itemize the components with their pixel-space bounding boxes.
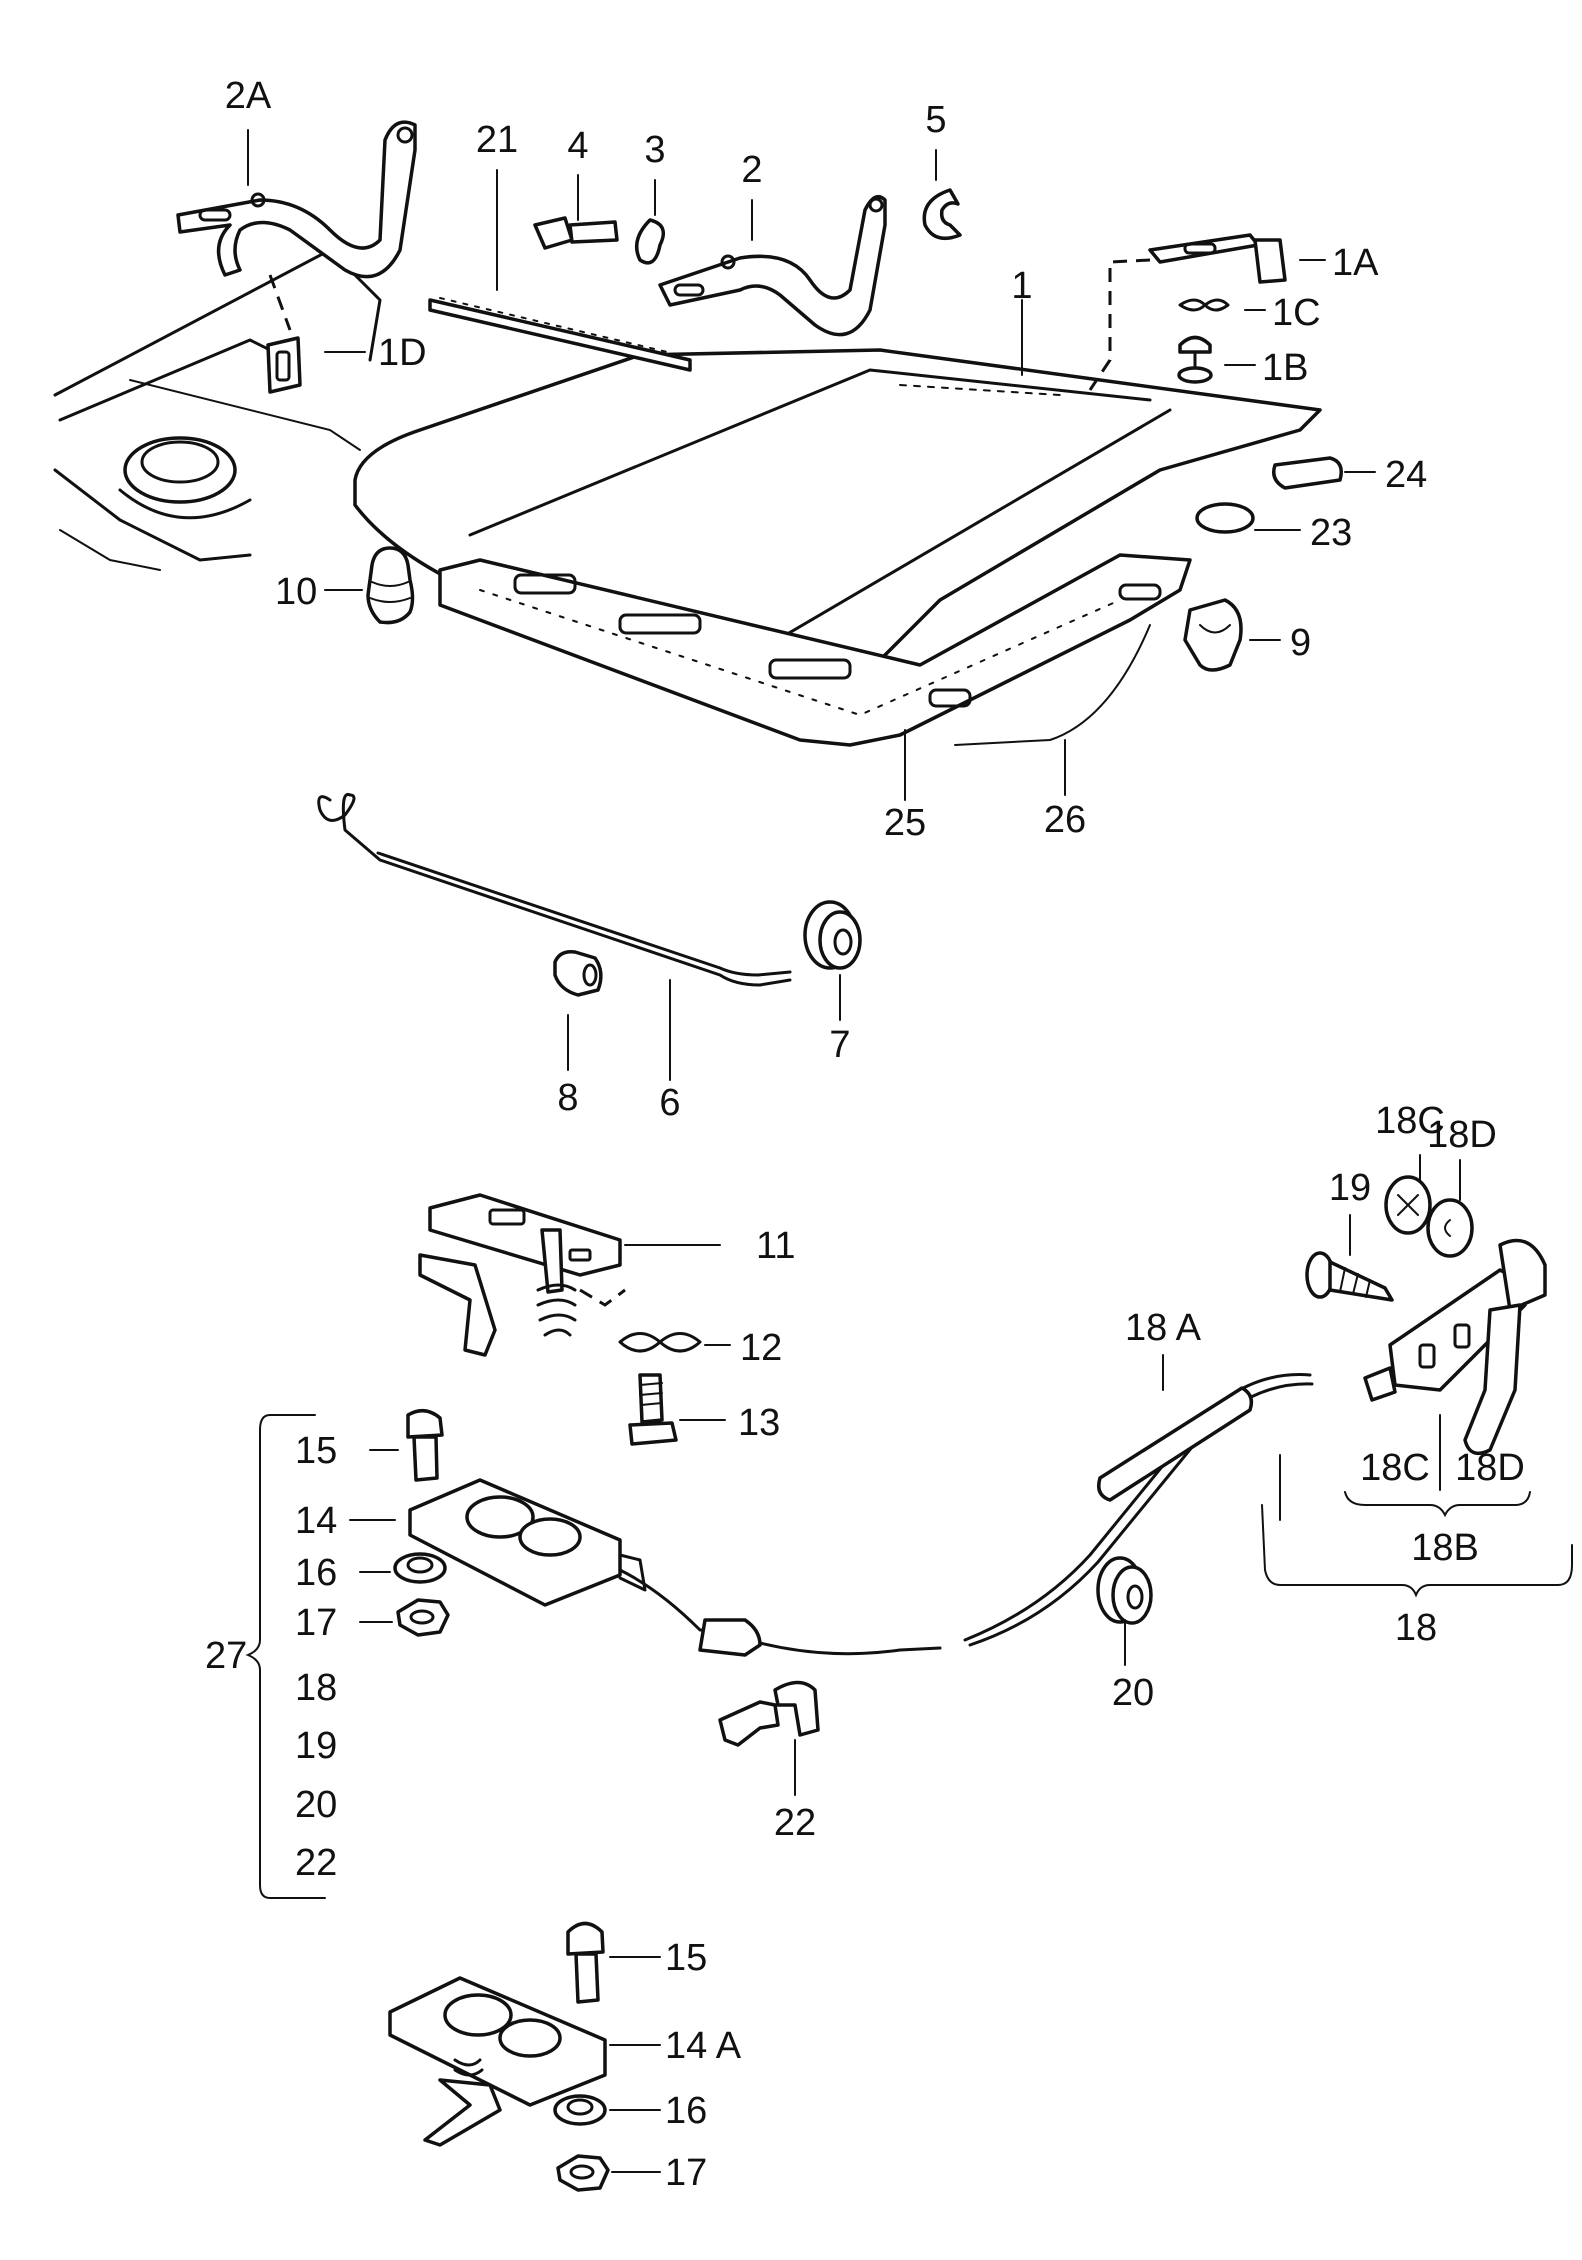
screw-19 bbox=[1305, 1251, 1394, 1302]
brace-27 bbox=[245, 1414, 326, 1899]
label-16-lower: 16 bbox=[665, 2090, 707, 2132]
label-18d: 18D bbox=[1455, 1447, 1525, 1489]
label-1a: 1A bbox=[1332, 242, 1379, 284]
plug-23 bbox=[1195, 502, 1255, 534]
catch-9 bbox=[1183, 598, 1243, 672]
label-6: 6 bbox=[659, 1082, 680, 1124]
label-26: 26 bbox=[1044, 799, 1086, 841]
hinge-left bbox=[176, 120, 417, 279]
sleeve-18a bbox=[1097, 1386, 1254, 1502]
washer-16-lower bbox=[553, 2094, 607, 2126]
latch-11 bbox=[418, 1193, 626, 1357]
kit-item: 15 bbox=[295, 1430, 337, 1472]
label-23: 23 bbox=[1310, 512, 1352, 554]
label-1d: 1D bbox=[378, 332, 427, 374]
kit-item: 19 bbox=[295, 1725, 337, 1767]
label-24: 24 bbox=[1385, 454, 1427, 496]
clip-1d bbox=[266, 336, 302, 394]
screw-1b bbox=[1177, 335, 1213, 384]
nut-17-lower bbox=[556, 2154, 610, 2192]
washer-16 bbox=[393, 1552, 447, 1584]
label-21: 21 bbox=[476, 119, 518, 161]
label-9: 9 bbox=[1290, 622, 1311, 664]
hood bbox=[353, 348, 1322, 682]
body-panel bbox=[53, 248, 382, 571]
bolt-15-lower bbox=[566, 1921, 605, 2004]
kit-27-list: 15 14 16 17 18 19 20 22 bbox=[295, 1430, 337, 1884]
kit-item: 18 bbox=[295, 1667, 337, 1709]
clip-5 bbox=[922, 188, 962, 241]
label-20: 20 bbox=[1112, 1672, 1154, 1714]
handle-18 bbox=[1363, 1238, 1547, 1456]
grommet-7 bbox=[803, 900, 862, 970]
label-19: 19 bbox=[1329, 1167, 1371, 1209]
label-25: 25 bbox=[884, 802, 926, 844]
seal-strip bbox=[428, 297, 692, 372]
label-17-lower: 17 bbox=[665, 2152, 707, 2194]
label-18b: 18B bbox=[1411, 1527, 1479, 1569]
label-27: 27 bbox=[205, 1635, 247, 1677]
plate-14 bbox=[408, 1478, 647, 1607]
bumper-24 bbox=[1272, 456, 1343, 490]
insulation-pad bbox=[438, 553, 1192, 747]
label-7: 7 bbox=[829, 1024, 850, 1066]
label-18: 18 bbox=[1395, 1607, 1437, 1649]
label-5: 5 bbox=[925, 99, 946, 141]
label-2a: 2A bbox=[225, 75, 272, 117]
label-22: 22 bbox=[774, 1802, 816, 1844]
label-4: 4 bbox=[567, 125, 588, 167]
kit-item: 17 bbox=[295, 1602, 337, 1644]
label-18d-top: 18D bbox=[1427, 1114, 1497, 1156]
label-18c-top: 18C bbox=[1375, 1100, 1445, 1142]
kit-item: 14 bbox=[295, 1500, 337, 1542]
hinge-right bbox=[658, 194, 887, 337]
plate-14a bbox=[388, 1976, 607, 2147]
label-18a: 18 A bbox=[1125, 1307, 1202, 1349]
label-3: 3 bbox=[644, 129, 665, 171]
callout-labels: 2A 21 4 3 2 5 1 1A 1C 1B 1D 24 23 10 9 2… bbox=[205, 75, 1525, 2194]
bolt-4 bbox=[533, 216, 619, 250]
label-14a: 14 A bbox=[665, 2025, 742, 2067]
bracket-18-group bbox=[1261, 1491, 1573, 1598]
leader-lines bbox=[247, 129, 1461, 2173]
label-1b: 1B bbox=[1262, 347, 1308, 389]
bracket-1a bbox=[1088, 233, 1287, 391]
label-12: 12 bbox=[740, 1327, 782, 1369]
clip-22 bbox=[718, 1680, 820, 1747]
label-11: 11 bbox=[756, 1225, 795, 1267]
sleeve-8 bbox=[553, 949, 603, 997]
label-8: 8 bbox=[557, 1077, 578, 1119]
label-13: 13 bbox=[738, 1402, 780, 1444]
kit-item: 20 bbox=[295, 1784, 337, 1826]
bolt-15 bbox=[406, 1408, 444, 1482]
spring-12 bbox=[618, 1332, 702, 1353]
cap-18d bbox=[1426, 1198, 1474, 1258]
spring-1c bbox=[1178, 298, 1230, 312]
label-2: 2 bbox=[741, 149, 762, 191]
cap-18c bbox=[1384, 1175, 1432, 1235]
label-18c: 18C bbox=[1360, 1447, 1430, 1489]
release-cable bbox=[618, 1373, 1314, 1657]
bolt-13 bbox=[628, 1373, 678, 1446]
prop-rod-6 bbox=[317, 792, 792, 987]
washer-3 bbox=[634, 218, 666, 265]
label-15-lower: 15 bbox=[665, 1937, 707, 1979]
label-10: 10 bbox=[275, 571, 317, 613]
nut-17 bbox=[396, 1598, 450, 1637]
label-1: 1 bbox=[1011, 265, 1032, 307]
kit-item: 22 bbox=[295, 1842, 337, 1884]
grommet-20 bbox=[1096, 1556, 1153, 1625]
label-1c: 1C bbox=[1272, 292, 1321, 334]
kit-item: 16 bbox=[295, 1552, 337, 1594]
buffer-10 bbox=[366, 546, 415, 625]
